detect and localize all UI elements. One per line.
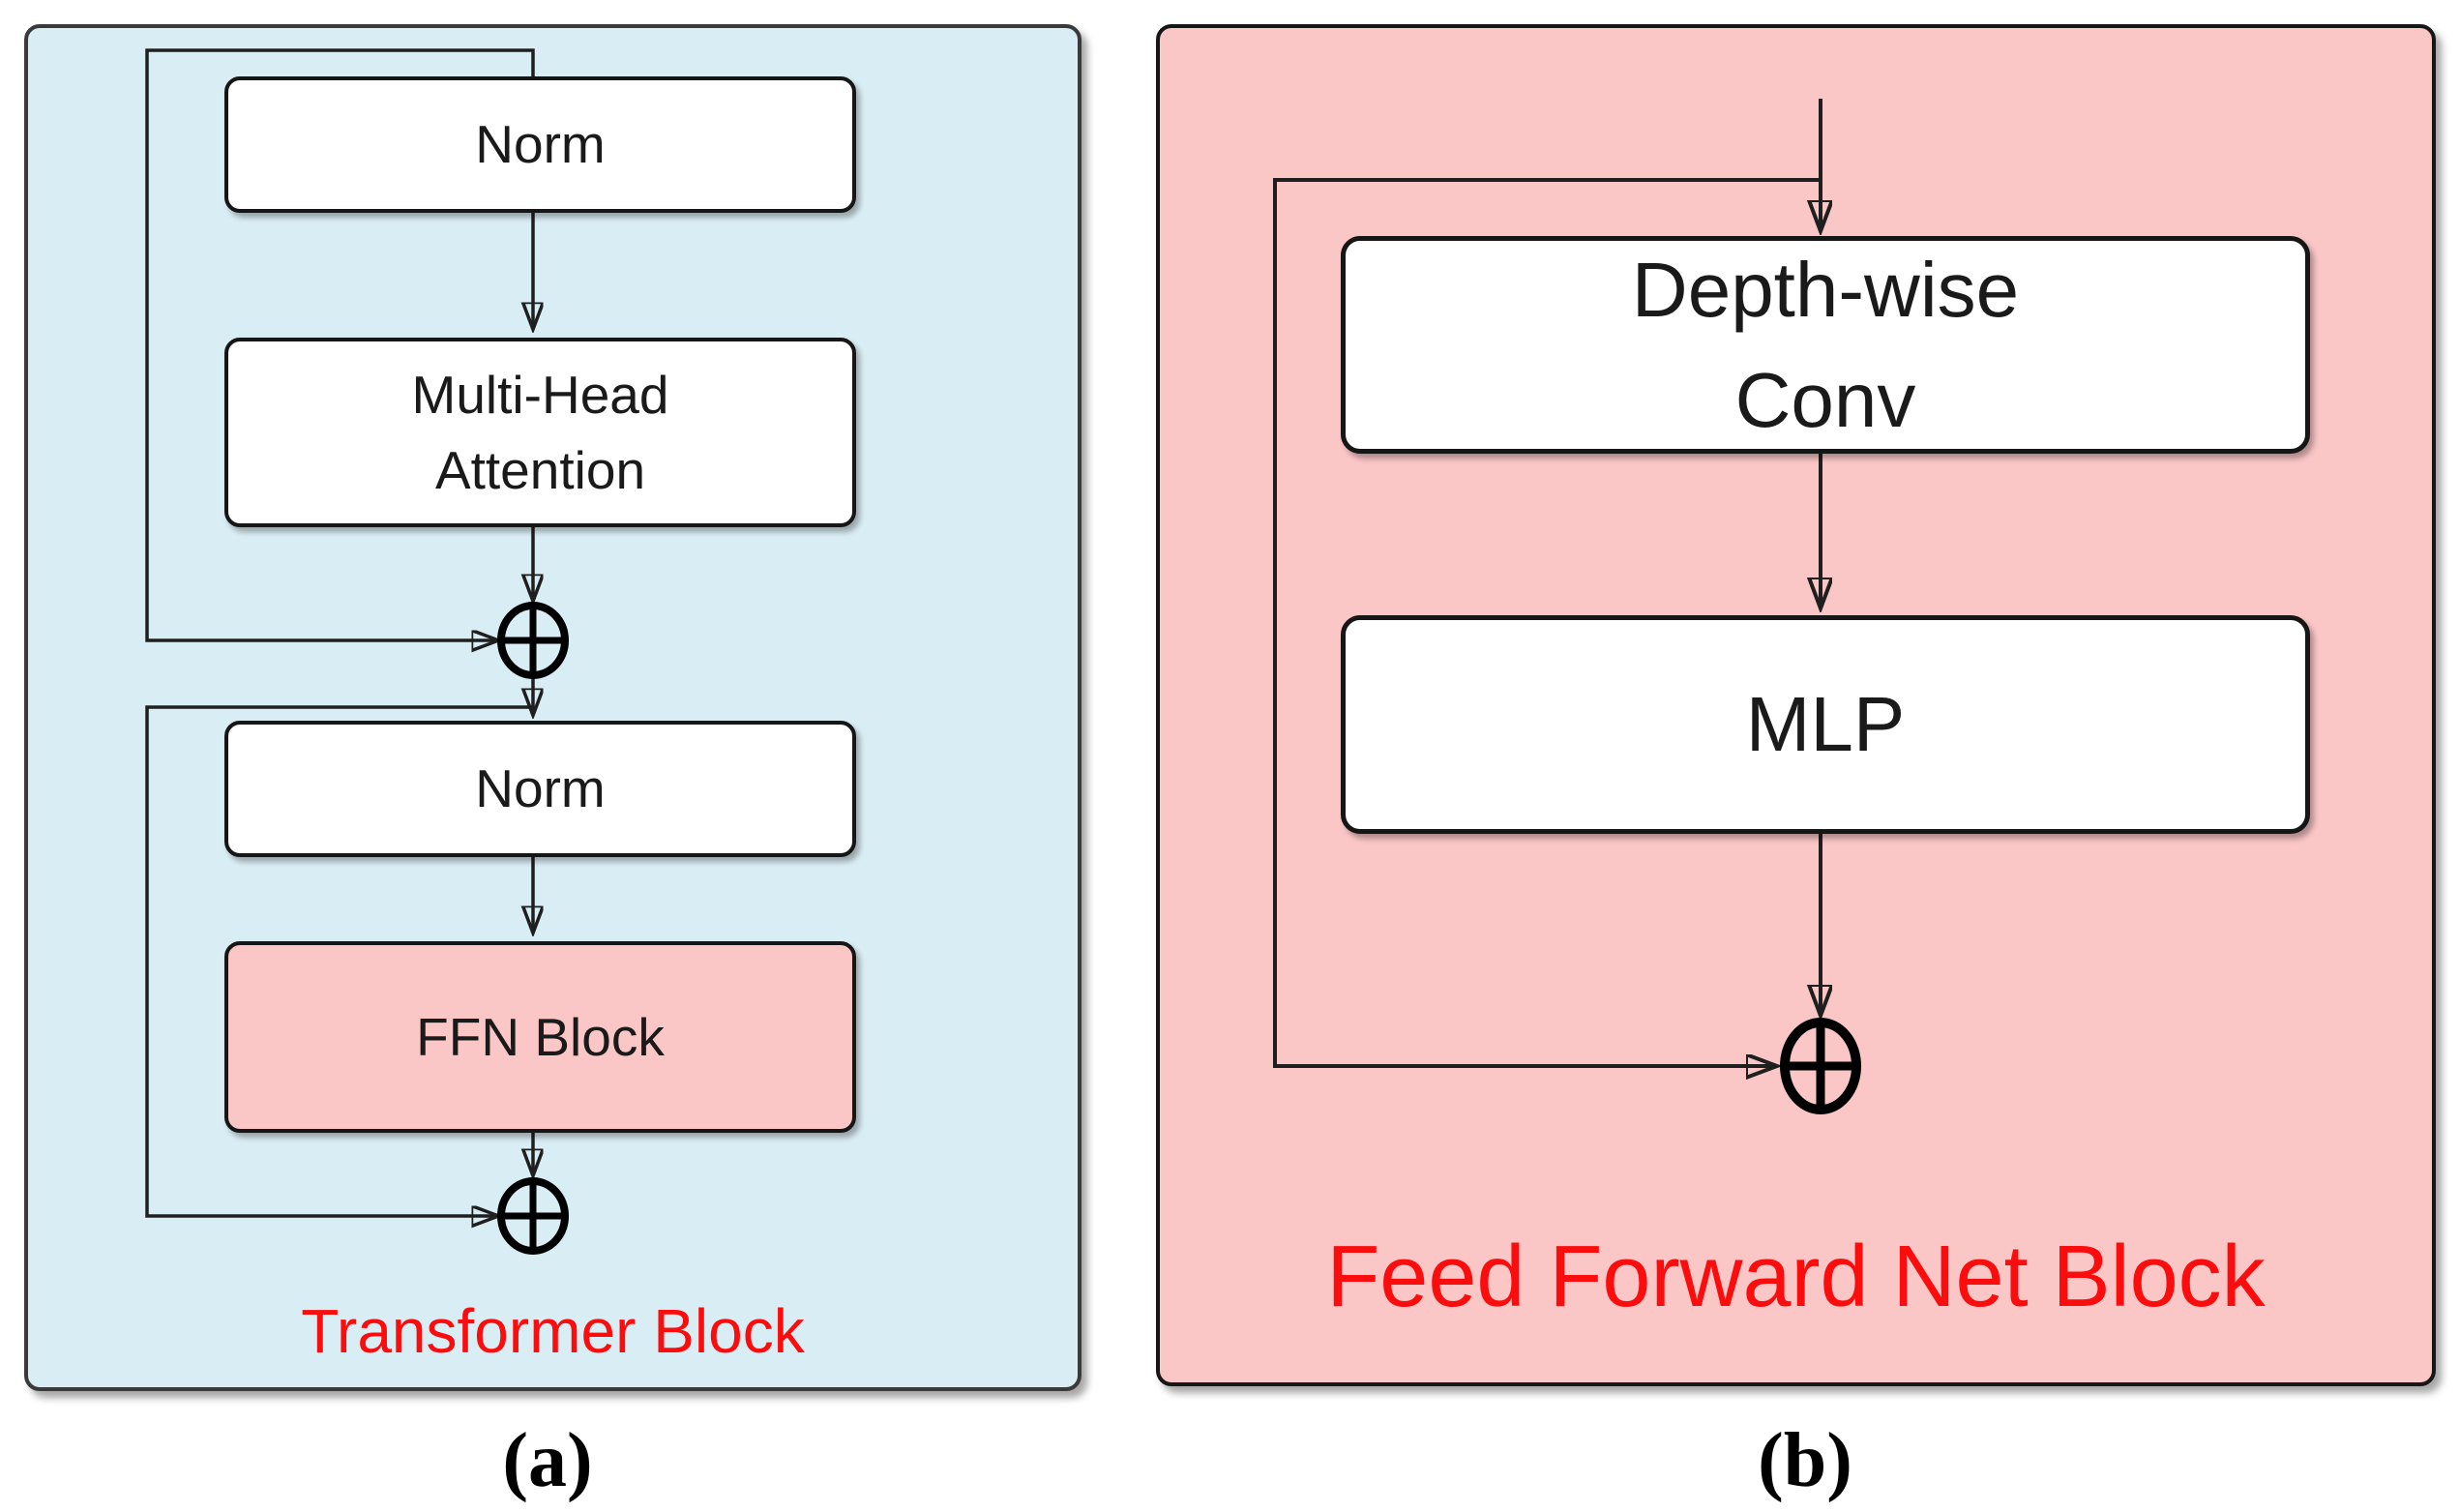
depthwise-conv-box: Depth-wise Conv [1341,236,2310,454]
circled-plus-add-icon [1780,1018,1861,1114]
multi-head-attention-box: Multi-Head Attention [224,338,856,527]
caption-b: (b) [1758,1418,1852,1503]
circled-plus-add-icon-2 [497,1177,569,1255]
transformer-block-panel: Norm Multi-Head Attention Norm FFN Block… [24,24,1081,1391]
multi-head-attention-label: Multi-Head Attention [411,364,669,500]
ffn-block-box-label: FFN Block [416,1006,665,1067]
residual-skip-line-1 [145,48,535,640]
residual-skip-line [1273,178,1821,1066]
norm-box-bottom: Norm [224,721,856,857]
ffn-block-box: FFN Block [224,941,856,1133]
norm-box-top: Norm [224,76,856,213]
norm-box-bottom-label: Norm [475,758,606,819]
feed-forward-net-block-panel: Depth-wise Conv MLP Feed Forward Net Blo… [1156,24,2436,1386]
norm-box-top-label: Norm [475,114,606,175]
caption-a: (a) [502,1418,593,1503]
ffn-block-connectors [1273,99,1861,1114]
feed-forward-net-block-label: Feed Forward Net Block [1326,1229,2266,1325]
depthwise-conv-label: Depth-wise Conv [1631,246,2020,443]
circled-plus-add-icon-1 [497,602,569,679]
transformer-block-connectors [145,48,569,1255]
transformer-block-label: Transformer Block [301,1296,805,1366]
mlp-box-label: MLP [1745,681,1906,768]
mlp-box: MLP [1341,615,2310,834]
residual-skip-line-2 [145,705,533,1216]
